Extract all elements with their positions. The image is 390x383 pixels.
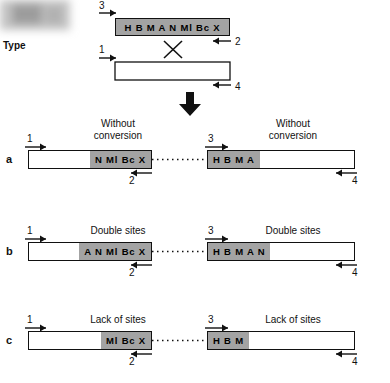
cross-line xyxy=(164,41,182,58)
primer-head xyxy=(110,10,116,17)
site-list: Ml Bc X xyxy=(101,332,151,349)
product-box: H B M A xyxy=(207,150,355,169)
primer-arrows xyxy=(25,10,357,358)
primer-number: 4 xyxy=(235,81,241,92)
primer-number: 2 xyxy=(129,175,135,186)
product-box: H B M xyxy=(207,331,355,350)
photo-blur xyxy=(12,4,42,24)
type-heading: Type xyxy=(3,40,26,52)
product-box: H B M A N xyxy=(207,242,355,261)
type-heading: Lack of sites xyxy=(78,314,158,326)
down-arrow xyxy=(179,92,201,116)
site-list: H B M A N xyxy=(208,243,270,260)
primer-head xyxy=(336,351,342,358)
plain-dna-box xyxy=(115,62,230,80)
dotted-link xyxy=(152,251,207,253)
primer-number: 1 xyxy=(99,44,105,55)
recombinant-dna-box: H B M A N Ml Bc X xyxy=(115,18,230,36)
primer-number: 3 xyxy=(208,225,214,236)
primer-arrow xyxy=(213,82,231,89)
primer-number: 2 xyxy=(129,267,135,278)
primer-number: 3 xyxy=(99,0,105,11)
primer-number: 3 xyxy=(208,314,214,325)
primer-number: 1 xyxy=(27,133,33,144)
photo-remnant xyxy=(0,0,70,30)
primer-arrow xyxy=(99,55,116,62)
row-letter: b xyxy=(6,245,13,258)
row-letter: a xyxy=(6,153,12,166)
primer-number: 4 xyxy=(352,175,358,186)
product-box: Ml Bc X xyxy=(28,331,152,350)
type-heading: Double sites xyxy=(78,225,158,237)
primer-number: 4 xyxy=(352,356,358,367)
photo-blur xyxy=(0,0,70,30)
site-list: H B M xyxy=(208,332,249,349)
site-list: H B M A N Ml Bc X xyxy=(116,19,229,35)
primer-head xyxy=(213,38,219,45)
primer-number: 2 xyxy=(235,36,241,47)
primer-number: 4 xyxy=(352,267,358,278)
primer-head xyxy=(336,262,342,269)
crossover-mark xyxy=(164,41,182,58)
type-heading: Lack of sites xyxy=(253,314,333,326)
type-heading: Without conversion xyxy=(253,118,333,142)
primer-arrow xyxy=(213,38,231,45)
primer-head xyxy=(110,55,116,62)
photo-blur xyxy=(46,6,62,24)
primer-head xyxy=(336,170,342,177)
type-heading: Double sites xyxy=(253,225,333,237)
type-heading: Without conversion xyxy=(78,118,158,142)
product-box: A N Ml Bc X xyxy=(28,242,152,261)
site-list: A N Ml Bc X xyxy=(79,243,151,260)
site-list: N Ml Bc X xyxy=(90,151,151,168)
primer-number: 1 xyxy=(27,314,33,325)
dotted-link xyxy=(152,340,207,342)
primer-number: 3 xyxy=(208,133,214,144)
primer-number: 2 xyxy=(129,356,135,367)
site-list: H B M A xyxy=(208,151,260,168)
primer-number: 1 xyxy=(27,225,33,236)
dotted-link xyxy=(152,159,207,161)
row-letter: c xyxy=(6,334,12,347)
product-box: N Ml Bc X xyxy=(28,150,152,169)
primer-head xyxy=(213,82,219,89)
cross-line xyxy=(164,41,182,58)
